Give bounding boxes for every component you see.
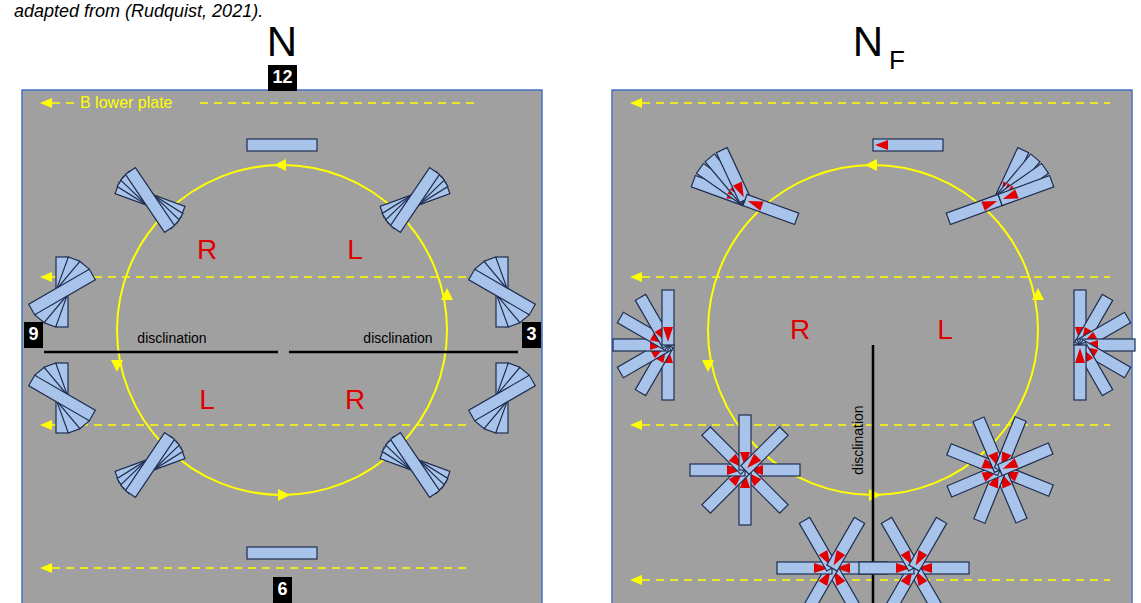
handedness-label: L [937,315,953,346]
clock-number: 6 [277,580,287,600]
panel-title-subscript: F [889,46,905,75]
disclination-label: disclination [363,331,432,346]
source-note: adapted from (Rudquist, 2021). [14,2,263,22]
clock-number: 9 [28,325,38,345]
handedness-label: R [345,385,365,416]
clock-number: 3 [526,325,536,345]
right-panel [612,90,1132,603]
field-lines [52,103,1110,580]
circle-arrowheads [111,159,1044,501]
field-arrowheads [40,98,642,585]
disclination-label: disclination [851,405,866,474]
clock-position: 6 [273,577,292,603]
polar-molecule-fans [613,139,1135,603]
panel-title: N [853,19,883,65]
disclination-label: disclination [137,331,206,346]
clock-position: 9 [24,322,43,348]
handedness-label: R [197,235,217,266]
handedness-label: R [790,315,810,346]
clock-number: 12 [272,68,292,88]
panel-title: N [267,19,297,65]
clock-position: 3 [522,322,541,348]
field-label: B lower plate [80,94,173,112]
handedness-label: L [347,235,363,266]
clock-position: 12 [268,65,297,91]
left-panel [22,90,542,603]
handedness-label: L [199,385,215,416]
disclination-line [44,345,873,603]
molecule-fans [29,139,536,559]
